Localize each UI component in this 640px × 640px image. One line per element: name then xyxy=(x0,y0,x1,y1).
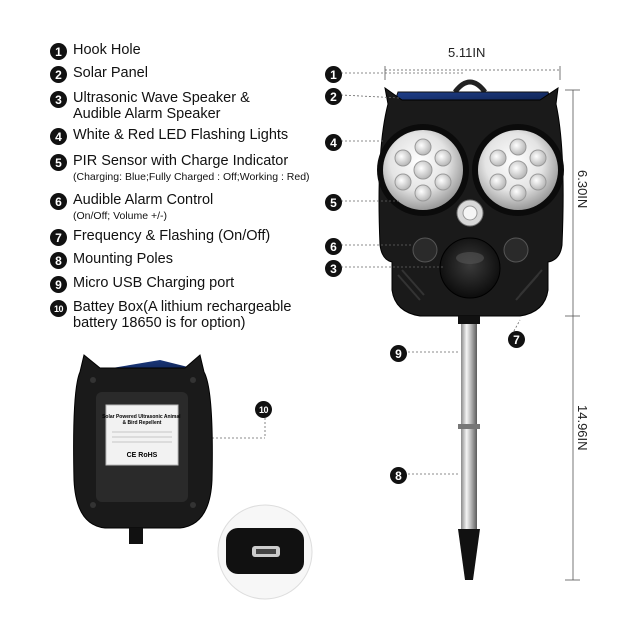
body-height-dimension: 6.30IN xyxy=(575,170,590,209)
callout-number: 3 xyxy=(325,260,342,277)
hook-hole xyxy=(453,79,487,94)
callout-10: 10 xyxy=(255,400,278,418)
legend-number: 3 xyxy=(50,91,67,108)
callout-number: 8 xyxy=(390,467,407,484)
callout-5: 5 xyxy=(325,193,348,211)
legend-text: White & Red LED Flashing Lights xyxy=(73,127,289,143)
callout-7: 7 xyxy=(508,330,531,348)
alarm-control-knob xyxy=(412,237,438,263)
label-marks: CE RoHS xyxy=(127,452,158,459)
pole-height-dimension: 14.96IN xyxy=(575,405,590,451)
callout-number: 10 xyxy=(255,401,272,418)
callout-3: 3 xyxy=(325,259,348,277)
callout-number: 5 xyxy=(325,194,342,211)
legend-number: 10 xyxy=(50,300,67,317)
legend-number: 1 xyxy=(50,43,67,60)
legend-item-1: 1 Hook Hole xyxy=(50,42,141,60)
callout-9: 9 xyxy=(390,344,413,362)
legend-text: Hook Hole xyxy=(73,42,141,58)
port-cover xyxy=(129,528,143,544)
label-fineprint xyxy=(112,431,172,443)
callout-number: 6 xyxy=(325,238,342,255)
legend-text: Solar Panel xyxy=(73,65,148,81)
product-label xyxy=(105,404,179,466)
screw xyxy=(90,502,96,508)
frequency-knob xyxy=(503,237,529,263)
legend-text: Mounting Poles xyxy=(73,251,173,267)
main-device xyxy=(377,79,564,580)
label-title: Solar Powered Ultrasonic Animal & Bird R… xyxy=(102,414,182,426)
mounting-pole-upper xyxy=(461,324,477,424)
legend-number: 7 xyxy=(50,229,67,246)
led-cluster-left xyxy=(394,138,452,202)
legend-text: Audible Alarm Control (On/Off; Volume +/… xyxy=(73,192,213,223)
legend-number: 5 xyxy=(50,154,67,171)
legend-number: 9 xyxy=(50,276,67,293)
pir-lens xyxy=(462,205,478,221)
legend-text: Frequency & Flashing (On/Off) xyxy=(73,228,271,244)
legend-text-line2: Audible Alarm Speaker xyxy=(73,106,221,122)
legend-text: Micro USB Charging port xyxy=(73,275,235,291)
legend-text-line1: Audible Alarm Control xyxy=(73,192,214,208)
pole-joint xyxy=(458,424,480,429)
legend-item-9: 9 Micro USB Charging port xyxy=(50,275,234,293)
callout-2: 2 xyxy=(325,87,348,105)
legend-text-line1: Battey Box(A lithium rechargeable xyxy=(73,299,292,315)
back-device: Solar Powered Ultrasonic Animal & Bird R… xyxy=(73,354,213,544)
legend-text: PIR Sensor with Charge Indicator (Chargi… xyxy=(73,153,310,184)
screw xyxy=(190,502,196,508)
legend-number: 6 xyxy=(50,193,67,210)
legend-text: Battey Box(A lithium rechargeable batter… xyxy=(73,299,291,331)
mounting-pole-lower xyxy=(461,429,477,529)
micro-usb-pins xyxy=(256,549,276,554)
legend-subtext: (Charging: Blue;Fully Charged : Off;Work… xyxy=(73,171,310,183)
legend-item-5: 5 PIR Sensor with Charge Indicator (Char… xyxy=(50,153,310,184)
callout-number: 1 xyxy=(325,66,342,83)
ground-stake xyxy=(458,529,480,580)
legend-text: Ultrasonic Wave Speaker & Audible Alarm … xyxy=(73,90,250,122)
legend-text-line2: battery 18650 is for option) xyxy=(73,315,246,331)
usb-zoom xyxy=(217,504,313,600)
legend-text-line1: Ultrasonic Wave Speaker & xyxy=(73,90,250,106)
callout-1: 1 xyxy=(325,65,348,83)
callout-number: 7 xyxy=(508,331,525,348)
legend-number: 2 xyxy=(50,66,67,83)
screw xyxy=(190,377,196,383)
pole-mount xyxy=(458,316,480,324)
legend-item-3: 3 Ultrasonic Wave Speaker & Audible Alar… xyxy=(50,90,250,122)
legend-item-4: 4 White & Red LED Flashing Lights xyxy=(50,127,288,145)
led-cluster-right xyxy=(489,138,547,202)
callout-8: 8 xyxy=(390,466,413,484)
callout-6: 6 xyxy=(325,237,348,255)
legend-item-2: 2 Solar Panel xyxy=(50,65,148,83)
dimension-lines xyxy=(384,66,580,581)
legend-item-7: 7 Frequency & Flashing (On/Off) xyxy=(50,228,270,246)
side-grille xyxy=(397,269,543,301)
screw xyxy=(90,377,96,383)
legend-number: 4 xyxy=(50,128,67,145)
callout-number: 9 xyxy=(390,345,407,362)
legend-number: 8 xyxy=(50,252,67,269)
legend-subtext: (On/Off; Volume +/-) xyxy=(73,210,168,222)
speaker-highlight xyxy=(456,252,484,264)
legend-item-6: 6 Audible Alarm Control (On/Off; Volume … xyxy=(50,192,213,223)
legend-item-8: 8 Mounting Poles xyxy=(50,251,173,269)
callout-4: 4 xyxy=(325,133,348,151)
ultrasonic-speaker xyxy=(439,237,501,299)
callout-number: 4 xyxy=(325,134,342,151)
callout-number: 2 xyxy=(325,88,342,105)
width-dimension: 5.11IN xyxy=(448,45,486,60)
legend-text-line1: PIR Sensor with Charge Indicator xyxy=(73,153,289,169)
legend-item-10: 10 Battey Box(A lithium rechargeable bat… xyxy=(50,299,291,331)
